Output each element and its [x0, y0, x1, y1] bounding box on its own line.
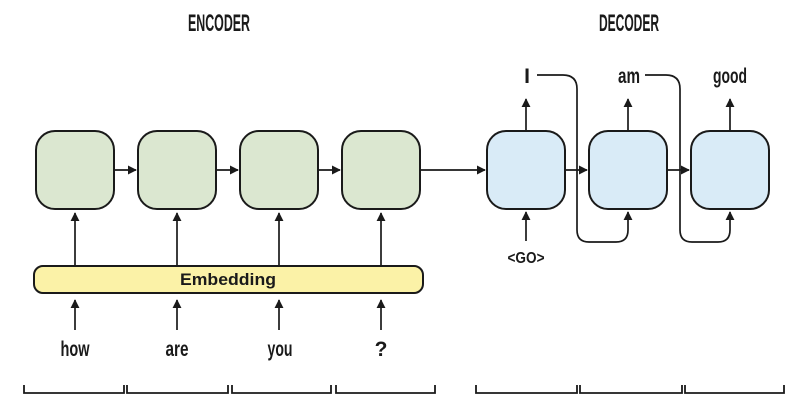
bracket-step-7	[684, 385, 785, 394]
input-word-3: you	[268, 338, 293, 361]
encoder-cell-2	[137, 130, 217, 210]
bracket-step-1	[23, 385, 125, 394]
bracket-step-2	[126, 385, 229, 394]
bracket-step-6	[579, 385, 683, 394]
bracket-step-4	[335, 385, 436, 394]
decoder-cell-3	[690, 130, 770, 210]
input-word-2: are	[166, 338, 189, 361]
input-word-4: ?	[375, 338, 388, 361]
embedding-bar	[33, 265, 424, 294]
encoder-title: ENCODER	[188, 10, 250, 37]
bracket-step-5	[475, 385, 578, 394]
encoder-cell-4	[341, 130, 421, 210]
encoder-cell-3	[239, 130, 319, 210]
decoder-cell-2	[588, 130, 668, 210]
output-word-3: good	[713, 65, 747, 88]
feedback-curve-output2-dec3	[645, 74, 735, 243]
embedding-label: Embedding	[180, 270, 276, 289]
output-word-1: I	[524, 65, 530, 88]
feedback-curve-output1-dec2	[537, 74, 633, 243]
bracket-step-3	[231, 385, 332, 394]
go-token-label: <GO>	[508, 250, 545, 267]
decoder-title: DECODER	[599, 10, 659, 37]
output-word-2: am	[618, 65, 640, 88]
input-word-1: how	[61, 338, 90, 361]
encoder-cell-1	[35, 130, 115, 210]
decoder-cell-1	[486, 130, 566, 210]
